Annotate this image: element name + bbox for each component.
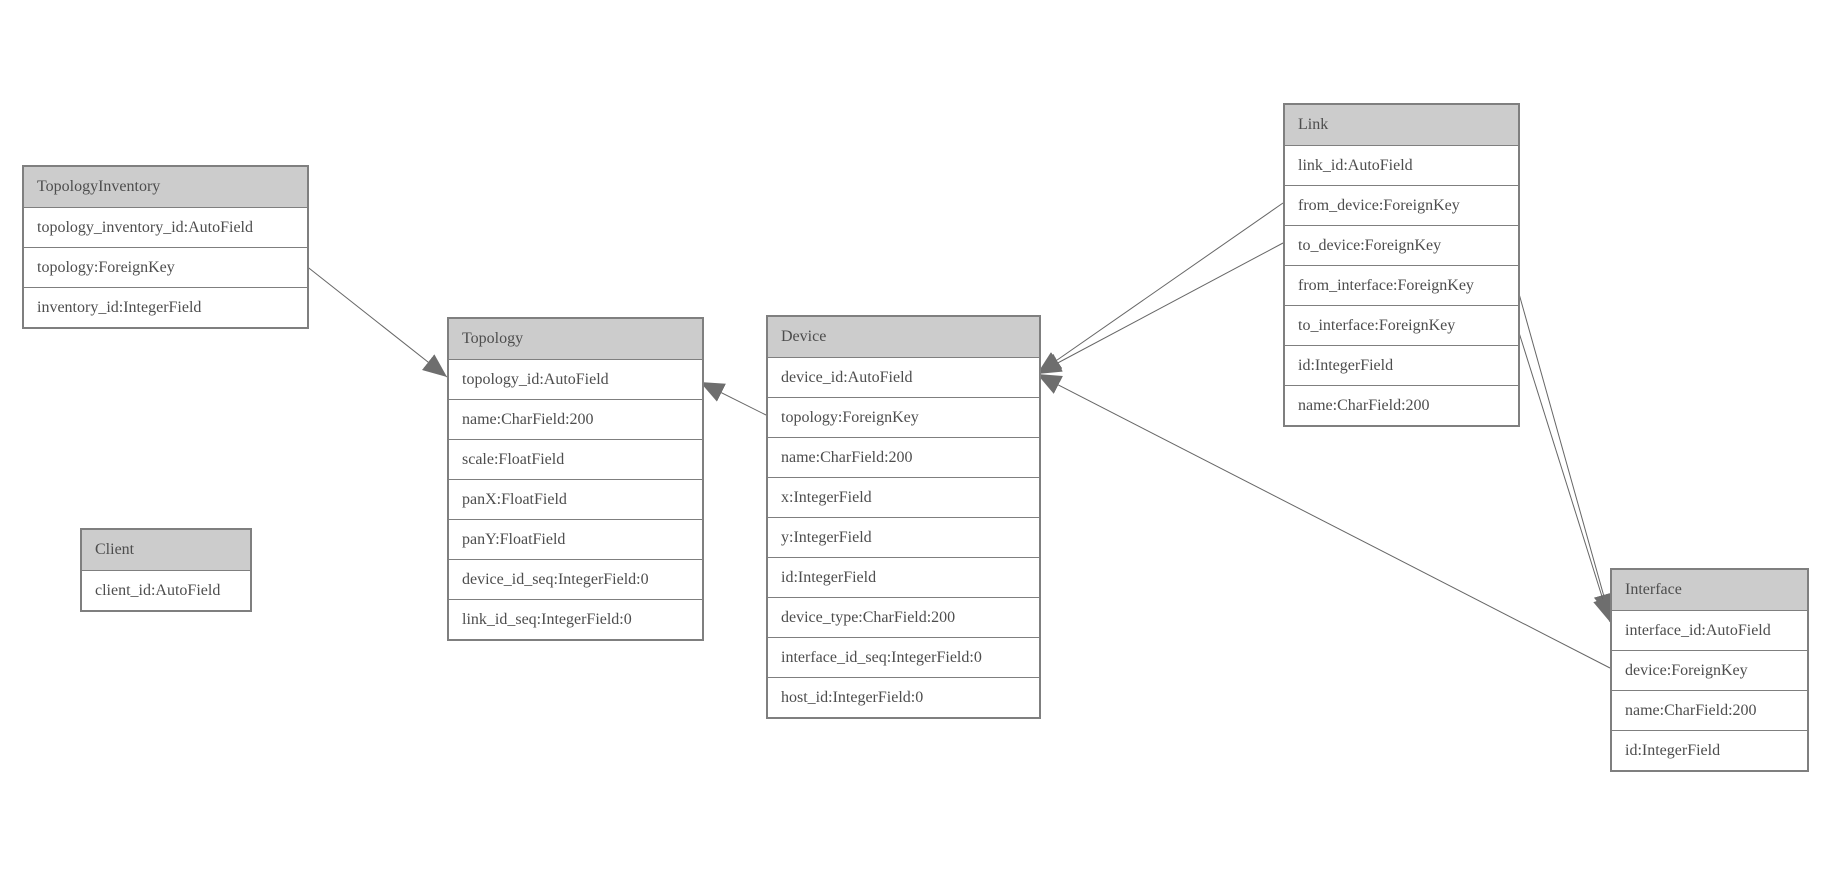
entity-field-row: name:CharField:200 [1285, 385, 1518, 425]
entity-field-row: interface_id:AutoField [1612, 610, 1807, 650]
entity-field-row: from_device:ForeignKey [1285, 185, 1518, 225]
entity-field-row: link_id_seq:IntegerField:0 [449, 599, 702, 639]
entity-field-row: link_id:AutoField [1285, 145, 1518, 185]
entity-field-row: x:IntegerField [768, 477, 1039, 517]
edge-topologyinventory-topology-to-topology [304, 264, 448, 378]
entity-field-row: to_device:ForeignKey [1285, 225, 1518, 265]
entity-field-row: interface_id_seq:IntegerField:0 [768, 637, 1039, 677]
entity-field-row: topology:ForeignKey [768, 397, 1039, 437]
entity-field-row: name:CharField:200 [1612, 690, 1807, 730]
entity-field-row: name:CharField:200 [449, 399, 702, 439]
entity-field-row: id:IntegerField [1285, 345, 1518, 385]
entity-field-row: topology_id:AutoField [449, 359, 702, 399]
entity-field-row: device_id_seq:IntegerField:0 [449, 559, 702, 599]
entity-field-row: topology_inventory_id:AutoField [24, 207, 307, 247]
entity-field-row: scale:FloatField [449, 439, 702, 479]
entity-field-row: from_interface:ForeignKey [1285, 265, 1518, 305]
entity-field-row: client_id:AutoField [82, 570, 250, 610]
entity-field-row: y:IntegerField [768, 517, 1039, 557]
entity-field-row: device_type:CharField:200 [768, 597, 1039, 637]
entity-header-client: Client [82, 530, 250, 570]
entity-field-row: topology:ForeignKey [24, 247, 307, 287]
edge-link-from-interface-to-interface [1515, 282, 1614, 619]
edge-device-topology-to-topology [699, 381, 767, 416]
entity-field-row: device_id:AutoField [768, 357, 1039, 397]
entity-field-row: panX:FloatField [449, 479, 702, 519]
entity-header-interface: Interface [1612, 570, 1807, 610]
entity-header-device: Device [768, 317, 1039, 357]
entity-field-row: to_interface:ForeignKey [1285, 305, 1518, 345]
edge-link-to-device-to-device [1036, 242, 1284, 375]
entity-field-row: id:IntegerField [1612, 730, 1807, 770]
edge-link-to-interface-to-interface [1515, 322, 1613, 623]
edge-link-from-device-to-device [1036, 202, 1284, 375]
entity-field-row: host_id:IntegerField:0 [768, 677, 1039, 717]
entity-field-row: inventory_id:IntegerField [24, 287, 307, 327]
entity-header-topology: Topology [449, 319, 702, 359]
entity-header-link: Link [1285, 105, 1518, 145]
entity-field-row: name:CharField:200 [768, 437, 1039, 477]
entity-field-row: device:ForeignKey [1612, 650, 1807, 690]
entity-header-topologyinventory: TopologyInventory [24, 167, 307, 207]
entity-field-row: panY:FloatField [449, 519, 702, 559]
entity-field-row: id:IntegerField [768, 557, 1039, 597]
